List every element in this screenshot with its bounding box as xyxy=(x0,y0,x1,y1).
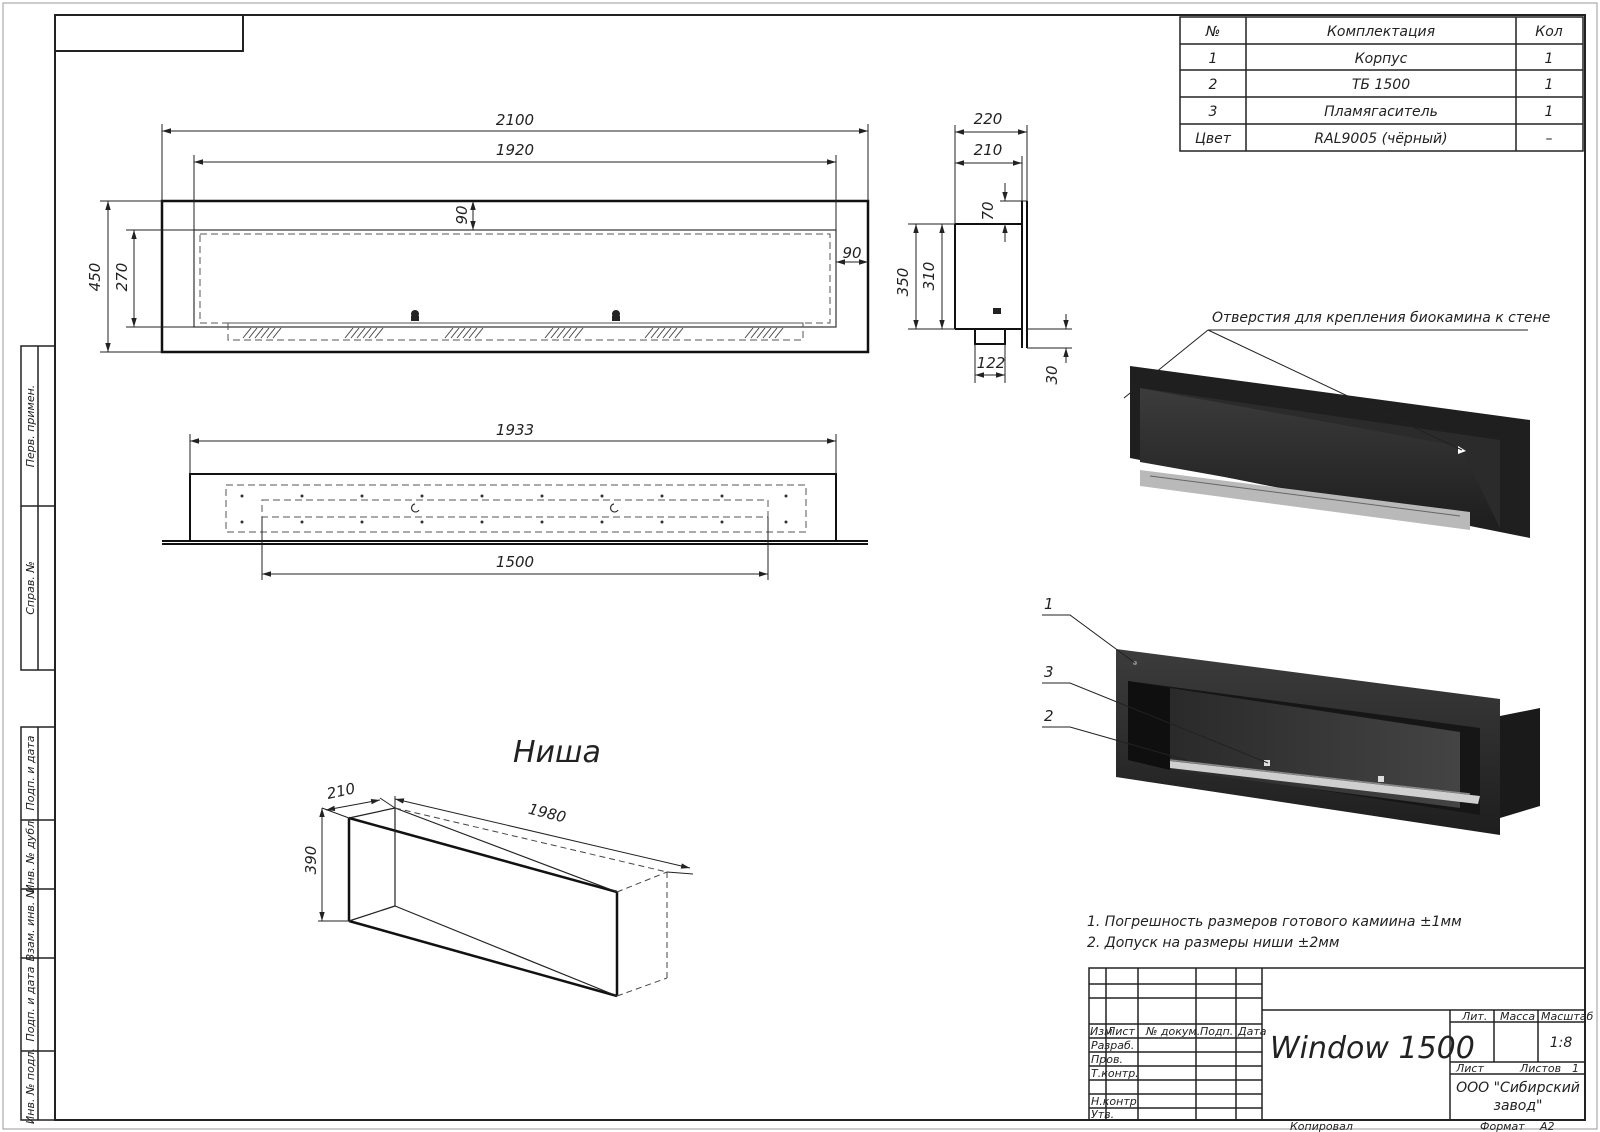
callout-label: 1 xyxy=(1044,595,1054,613)
dimension-label: 1980 xyxy=(527,800,568,827)
iso-view-back: Отверстия для крепления биокамина к стен… xyxy=(1120,310,1550,538)
stamp-label: Справ. № xyxy=(24,561,37,615)
note-line: 2. Допуск на размеры ниши ±2мм xyxy=(1087,935,1340,951)
title-block-cell: Подп. xyxy=(1200,1025,1233,1038)
bottom-view: 1933 1500 xyxy=(162,421,868,580)
title-block-cell: Разраб. xyxy=(1091,1039,1134,1052)
dimension-label: 310 xyxy=(920,262,938,291)
dimension-label: 210 xyxy=(974,141,1003,159)
title-block-cell: Утв. xyxy=(1091,1108,1114,1121)
title-block: Изм Лист № докум. Подп. Дата Разраб. Про… xyxy=(1088,967,1593,1132)
table-cell: – xyxy=(1546,131,1553,147)
drawing-frame xyxy=(54,14,1586,1121)
title-block-cell: Дата xyxy=(1237,1025,1267,1038)
title-block-cell: Лит. xyxy=(1461,1010,1487,1023)
dimension-label: 2100 xyxy=(496,111,534,129)
title-block-cell: № докум. xyxy=(1145,1025,1200,1038)
stamp-label: Инв. № дубл. xyxy=(24,817,37,892)
title-block-cell: Пров. xyxy=(1091,1053,1123,1066)
table-header: Комплектация xyxy=(1327,24,1435,40)
title-block-cell: Лист xyxy=(1106,1025,1135,1038)
title-block-cell: Н.контр. xyxy=(1091,1095,1140,1108)
dimension-label: 30 xyxy=(1043,365,1061,384)
table-cell: 2 xyxy=(1209,77,1218,93)
note-line: 1. Погрешность размеров готового камиина… xyxy=(1087,914,1462,930)
dimension-label: 390 xyxy=(302,846,320,875)
title-block-cell: Лист xyxy=(1455,1062,1484,1075)
copied-label: Копировал xyxy=(1290,1120,1353,1132)
table-cell: 3 xyxy=(1209,104,1218,120)
dimension-label: 1500 xyxy=(496,553,534,571)
table-cell: 1 xyxy=(1545,51,1554,67)
format-value: А2 xyxy=(1539,1120,1555,1132)
stamp-label: Взам. инв. № xyxy=(24,887,37,962)
niche-view: Ниша 210 xyxy=(302,735,694,998)
left-side-stamp xyxy=(20,345,56,1121)
dimension-label: 90 xyxy=(453,205,471,224)
table-cell: ТБ 1500 xyxy=(1352,77,1410,93)
dimension-label: 450 xyxy=(86,263,104,292)
stamp-label: Подп. и дата xyxy=(24,966,37,1041)
table-cell: Цвет xyxy=(1195,131,1232,147)
table-header: Кол xyxy=(1535,24,1563,40)
side-view: 220 210 70 350 310 122 30 xyxy=(894,110,1072,385)
scale-value: 1:8 xyxy=(1550,1035,1573,1051)
table-cell: Пламягаситель xyxy=(1324,104,1438,120)
niche-title: Ниша xyxy=(513,735,601,770)
table-cell: 1 xyxy=(1545,77,1554,93)
dimension-label: 270 xyxy=(113,263,131,292)
mount-holes-note: Отверстия для крепления биокамина к стен… xyxy=(1212,310,1550,326)
table-cell: Корпус xyxy=(1355,51,1408,67)
dimension-label: 70 xyxy=(979,201,997,220)
title-block-cell: Т.контр. xyxy=(1091,1067,1139,1080)
organization-name: завод" xyxy=(1494,1098,1543,1114)
title-block-cell: Листов xyxy=(1519,1062,1561,1075)
table-header: № xyxy=(1205,24,1221,40)
format-label: Формат xyxy=(1480,1120,1525,1132)
organization-name: ООО "Сибирский xyxy=(1456,1080,1580,1096)
title-block-cell: 1 xyxy=(1572,1062,1579,1075)
components-table: № Комплектация Кол 1 Корпус 1 2 ТБ 1500 … xyxy=(1179,16,1584,152)
dimension-label: 1933 xyxy=(496,421,534,439)
corner-stamp xyxy=(54,14,244,52)
table-cell: 1 xyxy=(1209,51,1218,67)
dimension-label: 210 xyxy=(325,779,357,803)
left-side-stamp-labels: Перв. примен. Справ. № Подп. и дата Инв.… xyxy=(24,385,37,1124)
dimension-label: 1920 xyxy=(496,141,534,159)
dimension-label: 350 xyxy=(894,268,912,297)
title-block-cell: Изм xyxy=(1090,1025,1112,1038)
drawing-title: Window 1500 xyxy=(1270,1031,1475,1066)
dimension-label: 220 xyxy=(974,110,1003,128)
front-view: 2100 1920 90 90 450 270 xyxy=(86,111,870,354)
dimension-label: 122 xyxy=(977,354,1006,372)
title-block-cell: Масса xyxy=(1500,1010,1535,1023)
table-cell: 1 xyxy=(1545,104,1554,120)
dimension-label: 90 xyxy=(842,244,861,262)
title-block-cell: Масштаб xyxy=(1541,1010,1593,1023)
iso-view-front: 1 3 2 xyxy=(1042,595,1540,835)
table-cell: RAL9005 (чёрный) xyxy=(1314,131,1447,147)
stamp-label: Перв. примен. xyxy=(24,385,37,468)
stamp-label: Подп. и дата xyxy=(24,735,37,810)
stamp-label: Инв. № подл. xyxy=(24,1048,37,1124)
callout-label: 2 xyxy=(1044,707,1054,725)
callout-label: 3 xyxy=(1044,663,1054,681)
